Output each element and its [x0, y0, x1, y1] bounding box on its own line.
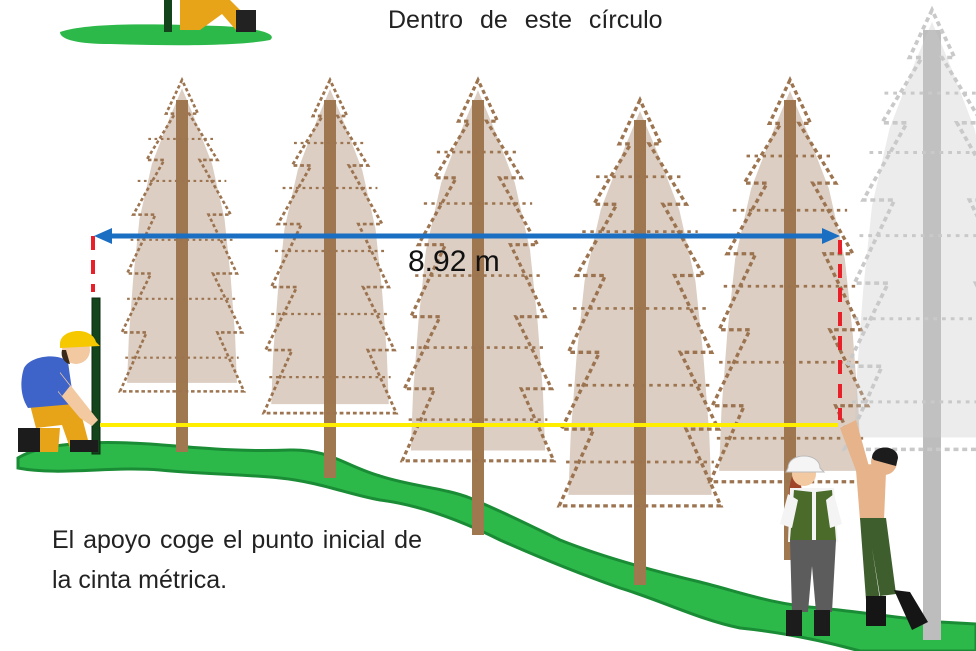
caption-top: Dentro de este círculo	[388, 6, 663, 34]
tree-icon	[842, 8, 976, 640]
caption-bottom: El apoyo coge el punto inicial de la cin…	[52, 526, 422, 594]
tree-icon	[400, 78, 556, 535]
worker-man-icon	[840, 420, 928, 630]
tree-icon	[708, 78, 872, 560]
measurement-label: 8.92 m	[408, 245, 500, 278]
pole-icon	[91, 297, 101, 455]
pole-icon	[164, 0, 172, 32]
ground-patch	[60, 24, 272, 46]
worker-woman-icon	[780, 455, 842, 636]
worker-kneeling-icon	[18, 330, 100, 452]
tree-icon	[557, 98, 723, 585]
tree-icon	[118, 78, 246, 452]
tree-icon	[262, 78, 398, 478]
worker-kneeling-icon	[60, 0, 272, 46]
measurement-arrow	[94, 228, 840, 244]
